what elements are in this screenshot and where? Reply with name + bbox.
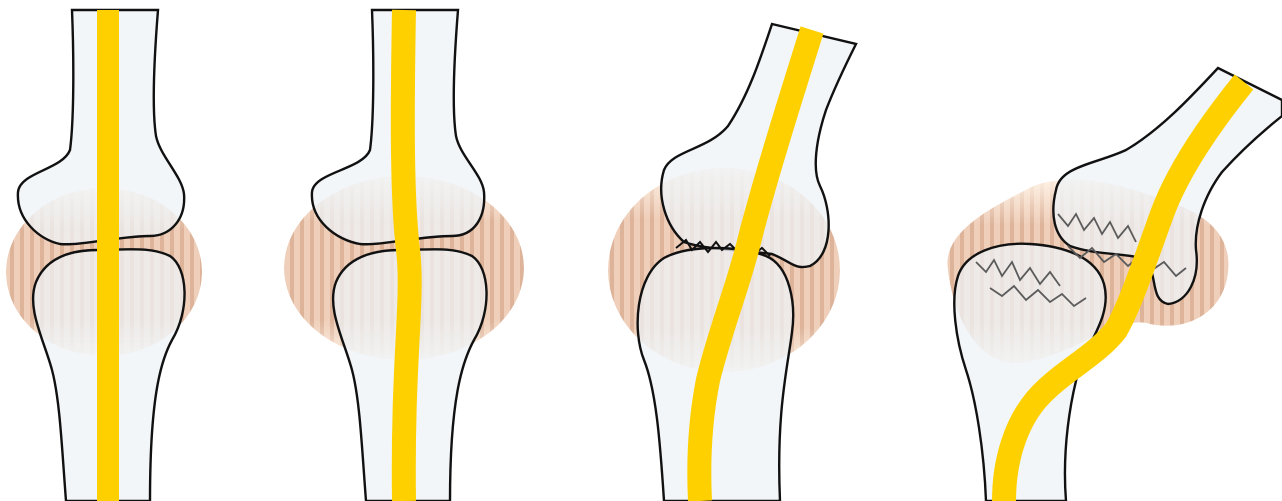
figure-healthy-joint <box>6 10 202 501</box>
figure-swollen-joint <box>284 10 524 501</box>
marrow-canal <box>403 10 410 501</box>
figure-deformed-joint <box>947 68 1282 501</box>
figure-cracked-joint <box>608 24 856 501</box>
